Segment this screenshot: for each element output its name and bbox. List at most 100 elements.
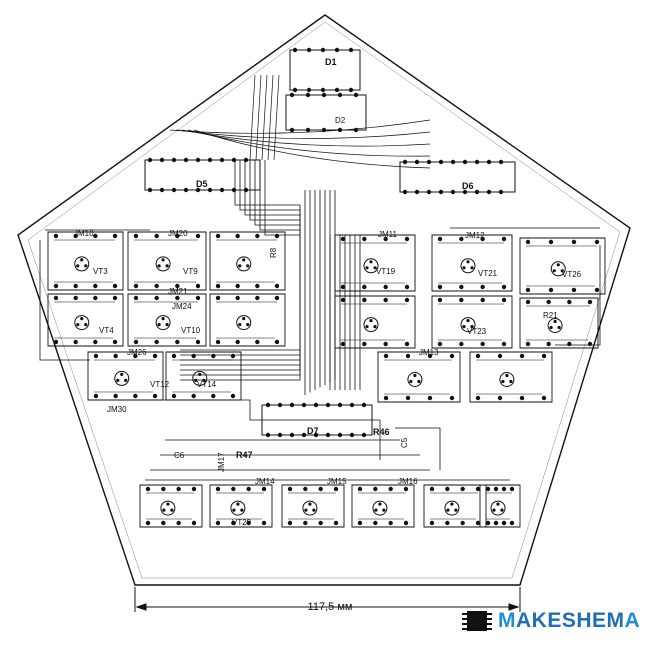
pad xyxy=(175,295,180,301)
pad xyxy=(404,341,410,347)
trace xyxy=(430,492,478,520)
trace xyxy=(438,242,504,284)
pad xyxy=(261,520,267,526)
pad xyxy=(525,239,531,245)
trace xyxy=(395,427,441,470)
pad xyxy=(113,393,118,399)
pad xyxy=(230,353,236,359)
pad xyxy=(496,502,500,506)
trace xyxy=(165,351,242,401)
pad xyxy=(238,264,242,268)
pad xyxy=(165,323,169,327)
ic-d6 xyxy=(399,161,516,193)
pad xyxy=(409,379,413,384)
pad xyxy=(445,520,450,526)
pad xyxy=(93,339,98,345)
pad xyxy=(340,297,346,303)
pad xyxy=(501,520,507,526)
pad xyxy=(235,283,240,289)
label-jm11: JM11 xyxy=(378,230,397,239)
pad xyxy=(567,299,572,305)
pad xyxy=(587,299,593,305)
pad xyxy=(365,325,369,329)
trace xyxy=(146,492,194,520)
label-vt26: VT26 xyxy=(562,270,582,279)
pad xyxy=(175,339,180,345)
trace xyxy=(431,234,513,292)
board-outline xyxy=(17,14,631,586)
trace xyxy=(384,359,452,395)
pad xyxy=(501,297,507,303)
pad xyxy=(519,395,525,401)
pad xyxy=(480,236,485,242)
pad xyxy=(152,393,158,399)
pad xyxy=(475,353,481,359)
transistor-footprint xyxy=(460,317,476,333)
pad xyxy=(459,297,464,303)
trace xyxy=(139,484,203,528)
logo-wordmark: MAKESHEMA xyxy=(498,609,640,633)
pad xyxy=(202,378,206,382)
pad xyxy=(235,233,240,239)
pad xyxy=(287,486,293,492)
pad xyxy=(274,283,280,289)
pad xyxy=(497,395,503,401)
pad xyxy=(373,486,378,492)
trace xyxy=(486,492,512,520)
pad xyxy=(525,299,531,305)
pad xyxy=(404,297,410,303)
transistor-footprint xyxy=(444,500,460,516)
pad xyxy=(466,260,470,264)
pad xyxy=(312,508,316,512)
pad xyxy=(594,287,600,293)
trace xyxy=(180,160,301,376)
pad xyxy=(374,508,378,512)
pad xyxy=(485,520,491,526)
pad xyxy=(460,520,465,526)
pad xyxy=(53,339,59,345)
pad xyxy=(318,520,323,526)
pad xyxy=(318,486,323,492)
pad xyxy=(133,353,138,359)
trace xyxy=(47,231,124,291)
ic-chip-icon xyxy=(462,611,492,631)
pad xyxy=(369,260,373,264)
pad xyxy=(525,287,531,293)
trace xyxy=(526,245,597,287)
trace xyxy=(180,160,301,356)
trace xyxy=(181,129,431,147)
pad xyxy=(246,264,250,268)
trace xyxy=(54,239,115,283)
label-d6: D6 xyxy=(462,181,474,191)
trace xyxy=(145,439,510,481)
trace xyxy=(134,301,198,339)
pad xyxy=(195,233,201,239)
transistor-footprint xyxy=(363,258,379,274)
label-d7: D7 xyxy=(307,426,319,436)
trace xyxy=(479,484,521,528)
pad xyxy=(215,520,221,526)
pad xyxy=(340,341,346,347)
pad xyxy=(195,339,201,345)
pad xyxy=(191,486,197,492)
pad xyxy=(445,486,450,492)
trace xyxy=(281,484,345,528)
pad xyxy=(403,520,409,526)
pad xyxy=(459,341,464,347)
pad xyxy=(546,299,551,305)
pad xyxy=(240,508,244,512)
dimension-line xyxy=(134,587,521,612)
label-jm20: JM20 xyxy=(168,229,188,238)
label-d5: D5 xyxy=(196,179,208,189)
trace xyxy=(216,239,277,283)
pad xyxy=(255,295,260,301)
trace xyxy=(438,303,504,341)
pad xyxy=(462,325,466,329)
pad xyxy=(501,341,507,347)
pad xyxy=(80,258,84,262)
pad xyxy=(357,486,363,492)
pad xyxy=(556,263,560,267)
pad xyxy=(500,508,504,512)
transistor-footprint xyxy=(230,500,246,516)
